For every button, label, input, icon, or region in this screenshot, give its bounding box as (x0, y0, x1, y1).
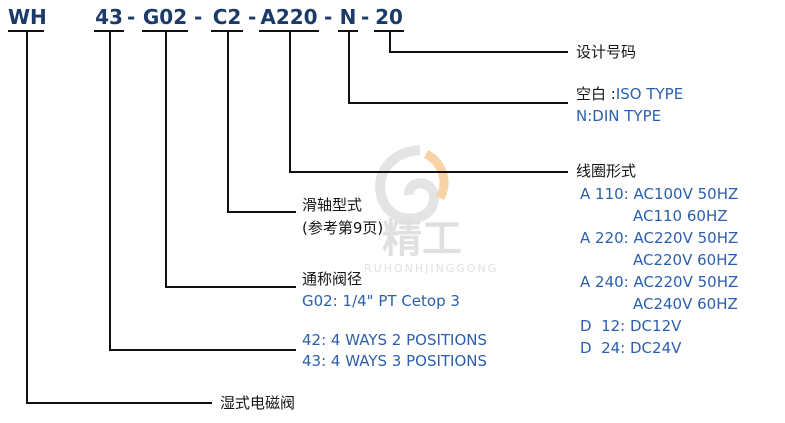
coil-option: AC110 60HZ (633, 207, 728, 225)
coil-option: A 220: AC220V 50HZ (580, 229, 739, 247)
connector-c2-horizontal (227, 211, 296, 213)
connector-n-horizontal (348, 102, 568, 104)
coil-option: A 110: AC100V 50HZ (580, 185, 739, 203)
code-separator: - (127, 5, 136, 29)
connector-43-horizontal (109, 349, 296, 351)
code-segment-43: 43 (94, 4, 124, 32)
connector-43-vertical (109, 32, 111, 350)
ways-42-label: 42: 4 WAYS 2 POSITIONS (302, 331, 488, 349)
valve-size-value: G02: 1/4" PT Cetop 3 (302, 292, 460, 310)
coil-type-label: 线圈形式 (576, 162, 637, 180)
connector-20-vertical (389, 32, 391, 52)
iso-type-value: ISO TYPE (615, 85, 684, 103)
coil-option: A 240: AC220V 50HZ (580, 273, 739, 291)
ways-43-label: 43: 4 WAYS 3 POSITIONS (302, 352, 488, 370)
coil-option: D 12: DC12V (580, 317, 682, 335)
spool-type-note: (参考第9页) (302, 219, 384, 237)
code-segment-20: 20 (374, 4, 404, 32)
coil-option: AC220V 60HZ (633, 251, 738, 269)
code-segment-c2: C2 (211, 4, 243, 32)
connector-c2-vertical (227, 32, 229, 212)
design-number-label: 设计号码 (576, 43, 637, 61)
code-segment-wh: WH (8, 4, 47, 32)
blank-prefix: 空白 : (576, 85, 616, 103)
watermark-text: 精工 (382, 216, 462, 262)
code-segment-n: N (338, 4, 358, 32)
blank-iso-label: 空白 :ISO TYPE (576, 85, 683, 103)
watermark-subtext: RUHONHJINGGONG (364, 262, 498, 275)
spool-type-label: 滑轴型式 (302, 196, 363, 214)
connector-20-horizontal (389, 51, 568, 53)
coil-option: AC240V 60HZ (633, 295, 738, 313)
connector-a220-horizontal (289, 171, 568, 173)
connector-a220-vertical (289, 32, 291, 172)
code-separator: - (248, 5, 257, 29)
connector-wh-vertical (26, 32, 28, 403)
connector-g02-horizontal (165, 286, 296, 288)
code-segment-g02: G02 (142, 4, 188, 32)
code-separator: - (324, 5, 333, 29)
code-separator: - (194, 5, 203, 29)
coil-option: D 24: DC24V (580, 339, 682, 357)
valve-size-label: 通称阀径 (302, 270, 363, 288)
code-segment-a220: A220 (259, 4, 319, 32)
code-separator: - (361, 5, 370, 29)
connector-n-vertical (348, 32, 350, 103)
connector-wh-horizontal (26, 402, 212, 404)
wet-valve-label: 湿式电磁阀 (220, 394, 296, 412)
din-type-label: N:DIN TYPE (576, 107, 662, 125)
connector-g02-vertical (165, 32, 167, 287)
